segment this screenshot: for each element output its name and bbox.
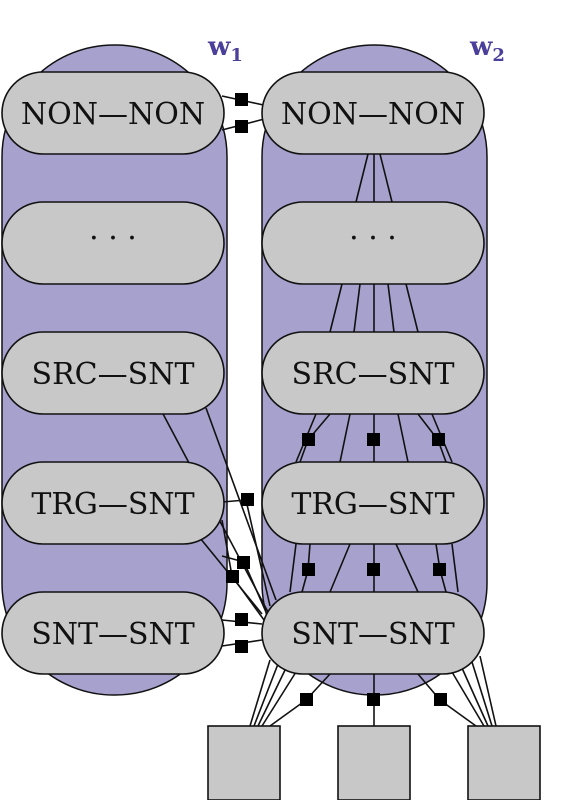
edge — [355, 153, 369, 203]
edge — [451, 671, 485, 727]
edge — [339, 413, 351, 463]
column-w1-label: w1 — [207, 32, 243, 66]
node-w2-snt-snt: SNT—SNT — [261, 591, 485, 675]
edge — [253, 663, 279, 727]
factor-square — [235, 93, 248, 106]
svg-text:TRG—SNT: TRG—SNT — [31, 487, 194, 522]
node-w2-trg-snt: TRG—SNT — [261, 461, 485, 545]
edge — [289, 543, 297, 593]
edge — [249, 659, 271, 727]
factor-square — [226, 570, 239, 583]
edge — [479, 655, 497, 727]
edge — [379, 153, 393, 203]
factor-square — [302, 563, 315, 576]
edge — [257, 667, 287, 727]
edge — [387, 283, 395, 333]
svg-text:· · ·: · · · — [89, 221, 137, 256]
output-box-3 — [467, 725, 541, 800]
edge — [221, 519, 233, 577]
output-box-2 — [337, 725, 411, 800]
edge — [245, 499, 271, 607]
svg-text:· · ·: · · · — [349, 221, 397, 256]
edge — [353, 283, 361, 333]
factor-square — [235, 120, 248, 133]
factor-square — [241, 493, 254, 506]
edge — [461, 667, 489, 727]
svg-text:NON—NON: NON—NON — [21, 97, 205, 132]
edge — [471, 661, 493, 727]
node-w2-ellipsis: · · · — [261, 201, 485, 285]
factor-square — [367, 433, 380, 446]
node-w1-non-non: NON—NON — [1, 71, 225, 155]
factor-square — [300, 693, 313, 706]
svg-text:TRG—SNT: TRG—SNT — [291, 487, 454, 522]
factor-square — [433, 563, 446, 576]
factor-square — [235, 613, 248, 626]
edge — [405, 283, 419, 333]
node-w1-src-snt: SRC—SNT — [1, 331, 225, 415]
factor-square — [302, 433, 315, 446]
svg-text:SNT—SNT: SNT—SNT — [291, 617, 455, 652]
svg-text:NON—NON: NON—NON — [281, 97, 465, 132]
factor-square — [237, 556, 250, 569]
svg-text:SNT—SNT: SNT—SNT — [31, 617, 195, 652]
output-box-1 — [207, 725, 281, 800]
node-w1-trg-snt: TRG—SNT — [1, 461, 225, 545]
factor-square — [367, 563, 380, 576]
factors-group — [226, 93, 447, 706]
edge — [395, 543, 419, 593]
node-w2-src-snt: SRC—SNT — [261, 331, 485, 415]
edge — [397, 413, 409, 463]
edge — [451, 543, 459, 593]
node-w2-non-non: NON—NON — [261, 71, 485, 155]
edge — [329, 283, 343, 333]
edge — [261, 671, 297, 727]
factor-square — [235, 640, 248, 653]
column-w2-label: w2 — [469, 32, 505, 66]
factor-square — [367, 693, 380, 706]
edge — [231, 575, 265, 621]
node-w1-snt-snt: SNT—SNT — [1, 591, 225, 675]
edge — [243, 561, 267, 613]
edge — [329, 543, 351, 593]
svg-text:SRC—SNT: SRC—SNT — [32, 357, 195, 392]
node-w1-ellipsis: · · · — [1, 201, 225, 285]
factor-square — [434, 693, 447, 706]
factor-square — [432, 433, 445, 446]
svg-text:SRC—SNT: SRC—SNT — [292, 357, 455, 392]
